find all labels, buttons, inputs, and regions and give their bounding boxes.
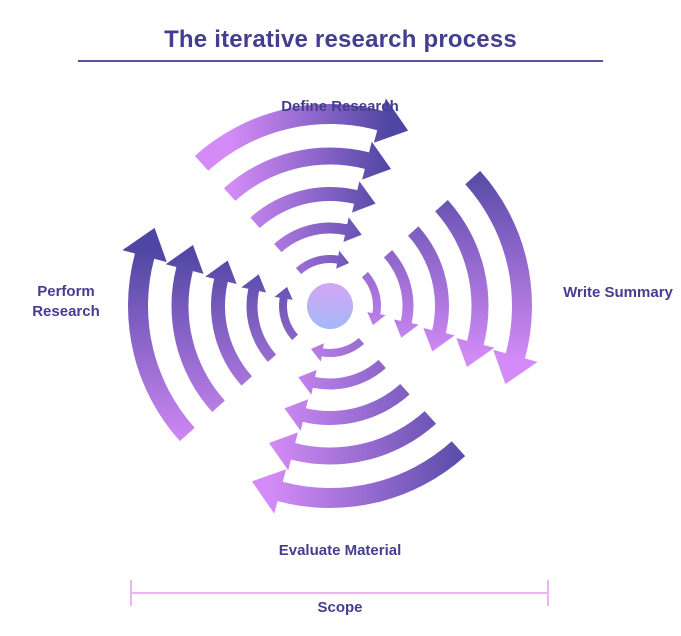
- scope-label: Scope: [317, 599, 363, 616]
- diagram-title: The iterative research process: [164, 26, 517, 53]
- arrow-perform-ring-5: [122, 227, 195, 442]
- arrow-evaluate-ring-1: [310, 337, 365, 362]
- arrow-define-ring-1: [295, 250, 350, 275]
- arrow-define-ring-4: [223, 141, 392, 201]
- arrow-write-ring-1: [361, 271, 386, 326]
- arrow-perform-ring-4: [165, 244, 225, 413]
- arrow-define-ring-5: [194, 98, 409, 171]
- arrow-evaluate-ring-4: [268, 411, 437, 471]
- arrow-evaluate-ring-5: [251, 441, 466, 514]
- iteration-arrows: [122, 98, 538, 514]
- stage-evaluate-material: Evaluate Material: [278, 542, 402, 559]
- center-core: [307, 283, 353, 329]
- arrow-define-ring-3: [250, 181, 376, 228]
- arrow-write-ring-2: [383, 250, 419, 338]
- arrow-perform-ring-3: [205, 260, 252, 386]
- arrow-write-ring-4: [435, 199, 495, 368]
- stage-perform-research: Perform Research: [32, 283, 100, 320]
- arrow-write-ring-3: [408, 226, 455, 352]
- arrow-perform-ring-2: [241, 274, 277, 362]
- stage-define-research: Define Research: [281, 98, 399, 115]
- arrow-define-ring-2: [274, 217, 362, 253]
- title-underline: [78, 60, 603, 62]
- arrow-perform-ring-1: [274, 286, 299, 341]
- arrow-write-ring-5: [465, 170, 538, 385]
- stage-write-summary: Write Summary: [563, 284, 673, 301]
- arrow-evaluate-ring-2: [298, 359, 386, 395]
- arrow-evaluate-ring-3: [284, 384, 410, 431]
